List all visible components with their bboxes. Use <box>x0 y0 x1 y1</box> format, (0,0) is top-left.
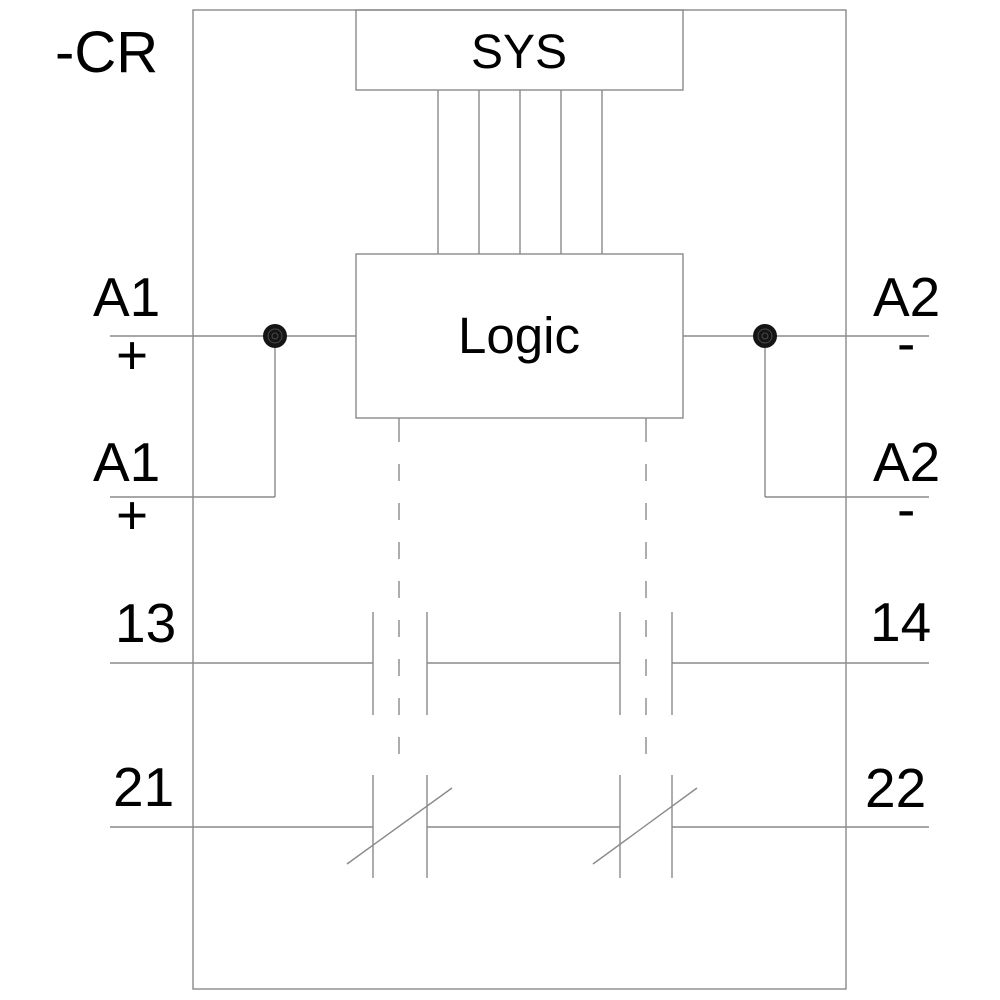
terminal-label-22: 22 <box>865 757 927 819</box>
junction-dot-right <box>753 324 777 348</box>
nc-contact-symbol-right <box>592 775 698 878</box>
terminal-label-a1-bottom: A1 <box>93 431 161 493</box>
no-contact-symbol-right <box>619 612 673 715</box>
terminal-label-21: 21 <box>113 756 175 818</box>
coil-wires <box>110 335 929 498</box>
no-contact-symbol-left <box>372 612 428 715</box>
terminal-label-14: 14 <box>870 591 932 653</box>
device-reference-label: -CR <box>55 20 159 85</box>
polarity-plus-top: + <box>116 324 149 386</box>
terminal-label-a1-top: A1 <box>93 266 161 328</box>
polarity-plus-bottom: + <box>116 484 149 546</box>
terminal-label-a2-bottom: A2 <box>873 431 941 493</box>
logic-block-label: Logic <box>458 307 580 364</box>
nc-contact-symbol-left <box>346 775 453 878</box>
nc-slash-left <box>346 787 453 865</box>
nc-slash-right <box>592 787 698 865</box>
polarity-minus-top: - <box>897 312 916 374</box>
sys-block-label: SYS <box>470 26 568 79</box>
sys-logic-bus-lines <box>437 90 603 254</box>
terminal-label-a2-top: A2 <box>873 266 941 328</box>
polarity-minus-bottom: - <box>897 478 916 540</box>
terminal-label-13: 13 <box>115 592 177 654</box>
junction-dot-left <box>263 324 287 348</box>
